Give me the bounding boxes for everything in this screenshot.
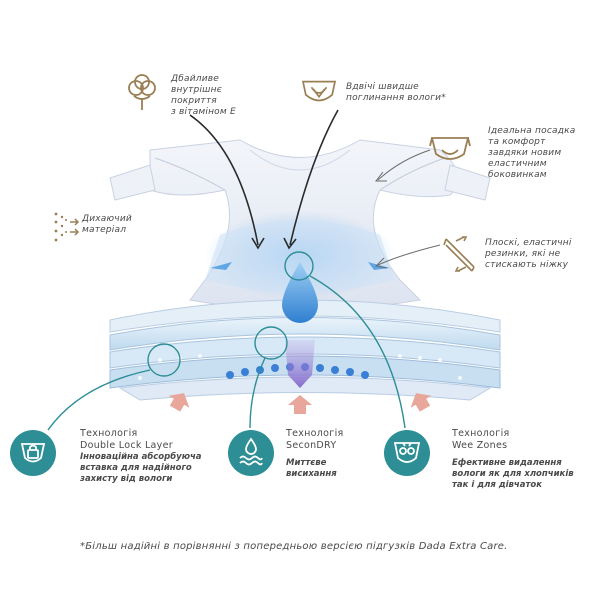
- diaper-absorb-icon: [301, 80, 337, 102]
- tech-desc: так і для дівчаток: [452, 480, 543, 490]
- tech-title: SeconDRY: [286, 440, 337, 451]
- tech-title: Технологія: [286, 428, 344, 439]
- tech-desc: вставка для надійного: [80, 463, 192, 473]
- breathable-arrows: [168, 393, 432, 414]
- feature-line: стискають ніжку: [485, 260, 569, 270]
- feature-line: Ідеальна посадка: [488, 126, 576, 136]
- feature-line: матеріал: [82, 225, 127, 235]
- flow-arrows: [189, 109, 339, 250]
- feature-line: боковинкам: [488, 170, 547, 180]
- tech-title: Технологія: [452, 428, 510, 439]
- footnote: *Більш надійні в порівнянні з попередньо…: [80, 541, 508, 552]
- elastic-band-icon: [443, 236, 475, 272]
- tech-title: Double Lock Layer: [80, 440, 173, 451]
- tech-desc: Інноваційна абсорбуюча: [80, 452, 202, 462]
- feature-breathable: Дихаючий матеріал: [82, 214, 132, 236]
- tech-wee-zones: Технологія Wee Zones Ефективне видалення…: [452, 428, 574, 491]
- feature-absorb: Вдвічі швидше поглинання вологи*: [346, 82, 446, 104]
- water-drop: [282, 262, 318, 323]
- feature-line: завдяки новим: [488, 148, 562, 158]
- feature-elastic: Плоскі, еластичні резинки, які не стиска…: [485, 238, 572, 271]
- feature-line: резинки, які не: [485, 249, 561, 259]
- cotton-flower-icon: [128, 74, 156, 110]
- wee-zones-icon: [384, 430, 430, 476]
- feature-line: внутрішнє: [171, 85, 222, 95]
- tech-desc: вологи як для хлопчиків: [452, 469, 574, 479]
- feature-line: Дбайливе: [171, 74, 219, 84]
- tech-desc: захисту від вологи: [80, 474, 173, 484]
- double-lock-layer-icon: [10, 430, 56, 476]
- feature-line: поглинання вологи*: [346, 93, 446, 103]
- tech-title: Технологія: [80, 428, 138, 439]
- tech-title: Wee Zones: [452, 440, 508, 451]
- feature-line: з вітаміном Е: [171, 107, 236, 117]
- feature-line: Плоскі, еластичні: [485, 238, 572, 248]
- feature-fit: Ідеальна посадка та комфорт завдяки нови…: [488, 126, 575, 181]
- diaper-fit-icon: [429, 137, 471, 160]
- feature-line: еластичним: [488, 159, 547, 169]
- feature-soft-inner: Дбайливе внутрішнє покриття з вітаміном …: [171, 74, 236, 118]
- feature-line: Дихаючий: [82, 214, 132, 224]
- tech-secondry: Технологія SeconDRY Миттєве висихання: [286, 428, 344, 480]
- feature-line: покриття: [171, 96, 217, 106]
- tech-desc: висихання: [286, 469, 337, 479]
- tech-desc: Миттєве: [286, 458, 327, 468]
- callout-lines: [47, 251, 406, 431]
- tech-desc: Ефективне видалення: [452, 458, 562, 468]
- secondry-drop-icon: [228, 430, 274, 476]
- feature-line: та комфорт: [488, 137, 546, 147]
- breathable-material-icon: [54, 212, 80, 242]
- feature-line: Вдвічі швидше: [346, 82, 419, 92]
- tech-double-lock-layer: Технологія Double Lock Layer Інноваційна…: [80, 428, 202, 485]
